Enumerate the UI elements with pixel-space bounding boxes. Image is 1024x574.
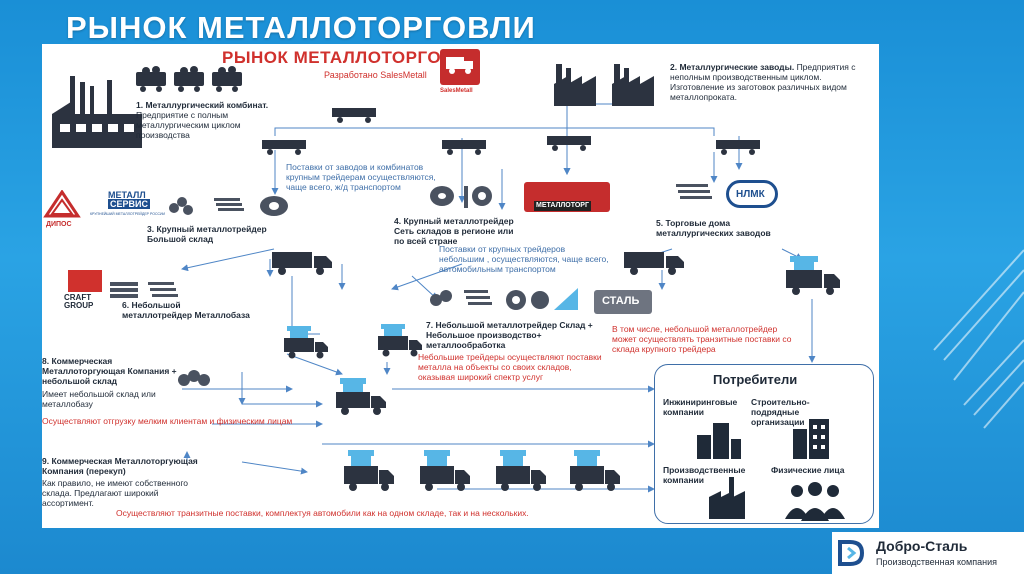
- office-buildings-icon: [697, 423, 741, 459]
- loaded-truck-icon: [344, 450, 394, 491]
- consumers-title: Потребители: [713, 372, 798, 387]
- rail-car-icon: [442, 140, 486, 155]
- rail-car-icon: [332, 108, 376, 123]
- node3-title: 3. Крупный металлотрейдер Большой склад: [147, 224, 267, 244]
- city-buildings-icon: [793, 419, 829, 459]
- craft-group-logo-icon: [68, 270, 102, 292]
- node1-description: Предприятие с полным металлургическим ци…: [136, 110, 241, 140]
- dobro-stal-logo-icon: [838, 540, 865, 566]
- metal-sheets-icon: [676, 184, 712, 199]
- rail-supply-note: Поставки от заводов и комбинатов крупным…: [286, 162, 436, 192]
- node4-title: 4. Крупный металлотрейдер Сеть складов в…: [394, 216, 514, 246]
- node8-title: 8. Коммерческая Металлоторгующая Компани…: [42, 356, 177, 386]
- brand-subtitle: Производственная компания: [876, 557, 997, 567]
- consumer-production: Производственные компании: [663, 465, 746, 485]
- metal-products-icon: [169, 196, 288, 216]
- diagram-title: РЫНОК МЕТАЛЛОТОРГОВЛИ: [222, 48, 479, 67]
- dipos-logo-text: ДИПОС: [46, 221, 72, 228]
- metallotorg-logo: МЕТАЛЛОТОРГ: [524, 182, 610, 212]
- node8-note: Осуществляют отгрузку мелким клиентам и …: [42, 416, 293, 426]
- truck-icon: [272, 252, 332, 275]
- node5-title: 5. Торговые дома металлургических заводо…: [656, 218, 771, 238]
- brand-name: Добро-Сталь: [876, 538, 968, 554]
- brand-badge: Добро-Сталь Производственная компания: [832, 532, 1024, 574]
- node6-title: 6. Небольшой металлотрейдер Металлобаза: [122, 300, 250, 320]
- node1-text: 1. Металлургический комбинат. Предприяти…: [136, 100, 276, 140]
- people-icon: [785, 482, 845, 521]
- loaded-truck-icon: [786, 256, 840, 295]
- factory-icon: [709, 477, 745, 519]
- node2-text: 2. Металлургические заводы. Предприятия …: [670, 62, 870, 102]
- slide-title: РЫНОК МЕТАЛЛОТОРГОВЛИ: [66, 10, 536, 45]
- ore-wagons-icon: [136, 66, 242, 92]
- truck-icon: [624, 252, 684, 275]
- node9-note: Осуществляют транзитные поставки, компле…: [116, 508, 529, 518]
- metallservis-logo: МЕТАЛЛ СЕРВИС КРУПНЕЙШИЙ МЕТАЛЛОТРЕЙДЕР …: [90, 190, 165, 220]
- craft-group-logo-line1: CRAFT: [64, 293, 92, 302]
- dipos-logo-icon: [43, 190, 81, 218]
- diagram-panel: РЫНОК МЕТАЛЛОТОРГОВЛИ Разработано SalesM…: [42, 44, 879, 528]
- metal-products-icon: [430, 186, 492, 208]
- node9-title: 9. Коммерческая Металлоторгующая Компани…: [42, 456, 198, 476]
- node7-title: 7. Небольшой металлотрейдер Склад + Небо…: [426, 320, 593, 350]
- loaded-truck-icon: [420, 450, 470, 491]
- node2-title: 2. Металлургические заводы.: [670, 62, 795, 72]
- node4-note: Поставки от крупных трейдеров небольшим …: [439, 244, 609, 274]
- loaded-truck-icon: [496, 450, 546, 491]
- loaded-truck-icon: [570, 450, 620, 491]
- nlmk-logo: НЛМК: [726, 180, 778, 208]
- rail-car-icon: [716, 140, 760, 155]
- consumers-box: Потребители Инжиниринговые компании Стро…: [654, 364, 874, 524]
- nlmk-logo-text: НЛМК: [736, 189, 765, 200]
- node1-title: 1. Металлургический комбинат.: [136, 100, 269, 110]
- truck-logo-icon: [446, 57, 473, 74]
- metal-products-icon: [430, 288, 578, 310]
- consumer-engineering: Инжиниринговые компании: [663, 397, 738, 417]
- diagram-subtitle: Разработано SalesMetall: [324, 70, 427, 80]
- node9-description: Как правило, не имеют собственного склад…: [42, 478, 189, 508]
- metallservis-logo-line1: МЕТАЛЛ: [108, 190, 146, 200]
- metallservis-logo-sub: КРУПНЕЙШИЙ МЕТАЛЛОТРЕЙДЕР РОССИИ: [90, 212, 166, 216]
- pipes-icon: [110, 282, 178, 298]
- metallurgical-plants-icon: [554, 64, 654, 106]
- stal-logo: СТАЛЬ: [594, 290, 652, 314]
- metallservis-logo-line2: СЕРВИС: [108, 199, 150, 209]
- salesmetall-logo: [440, 49, 480, 85]
- small-traders-note: Небольшие трейдеры осуществляют поставки…: [418, 352, 602, 382]
- stal-logo-text: СТАЛЬ: [602, 295, 640, 307]
- decorative-stripes: [933, 249, 1024, 429]
- craft-group-logo-line2: GROUP: [64, 301, 94, 310]
- rail-car-icon: [547, 136, 591, 151]
- loaded-truck-icon: [284, 326, 328, 359]
- metallurgical-combine-icon: [52, 76, 142, 148]
- consumer-individuals: Физические лица: [771, 465, 845, 475]
- rail-car-icon: [262, 140, 306, 155]
- pipes-icon: [178, 370, 210, 386]
- metallotorg-logo-text: МЕТАЛЛОТОРГ: [534, 201, 591, 211]
- salesmetall-logo-text: SalesMetall: [440, 88, 473, 94]
- loaded-truck-icon: [336, 378, 386, 415]
- node8-description: Имеет небольшой склад или металлобазу: [42, 389, 156, 409]
- node7-transit-note: В том числе, небольшой металлотрейдер мо…: [612, 324, 792, 354]
- loaded-truck-icon: [378, 324, 422, 357]
- consumer-construction: Строительно- подрядные организации: [751, 397, 810, 427]
- node2-description: Предприятия с неполным производственным …: [670, 62, 856, 102]
